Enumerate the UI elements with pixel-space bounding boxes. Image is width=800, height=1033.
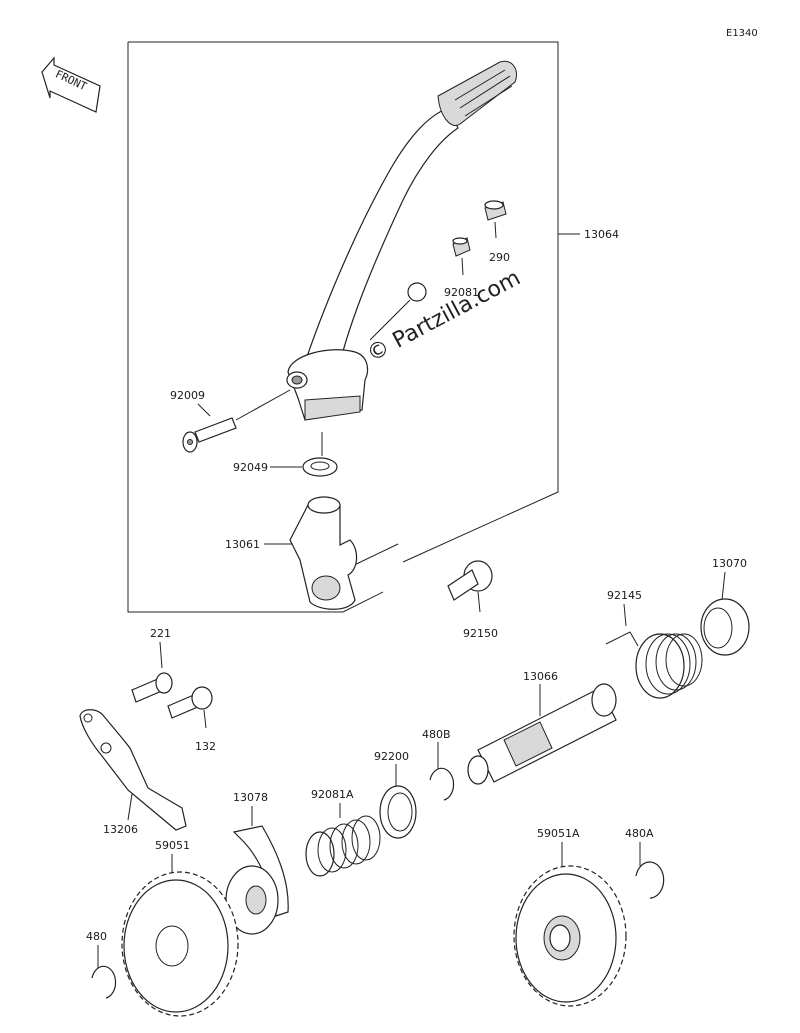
- bolt-92150-part: [447, 560, 493, 601]
- part-label-480: 480: [86, 930, 107, 943]
- shaft-13061-part: [289, 496, 358, 610]
- circlip-480A-part: [635, 861, 665, 899]
- part-label-92145: 92145: [607, 589, 642, 602]
- part-label-480A: 480A: [625, 827, 654, 840]
- part-label-13206: 13206: [103, 823, 138, 836]
- spring-92081-part: [452, 237, 471, 257]
- gear-59051-part: [121, 871, 239, 1017]
- plug-290-part: [484, 200, 507, 221]
- part-label-92081A: 92081A: [311, 788, 354, 801]
- part-label-92081: 92081: [444, 286, 479, 299]
- torsion-spring-92145-part: [605, 631, 703, 699]
- part-label-59051A: 59051A: [537, 827, 580, 840]
- bolt-92009-part: [182, 417, 237, 453]
- plate-13206-part: [79, 709, 187, 831]
- washer-92200-part: [379, 785, 417, 839]
- part-label-92150: 92150: [463, 627, 498, 640]
- part-label-13078: 13078: [233, 791, 268, 804]
- part-label-59051: 59051: [155, 839, 190, 852]
- part-label-13061: 13061: [225, 538, 260, 551]
- gear-59051A-part: [513, 865, 627, 1007]
- bolt-132-part: [167, 686, 213, 719]
- circlip-480-part: [91, 965, 117, 999]
- part-label-480B: 480B: [422, 728, 451, 741]
- diagram-code: E1340: [726, 28, 758, 39]
- part-label-290: 290: [489, 251, 510, 264]
- part-label-13064: 13064: [584, 228, 619, 241]
- coil-spring-92081A-part: [305, 815, 381, 877]
- washer-92049-part: [302, 457, 338, 477]
- part-label-132: 132: [195, 740, 216, 753]
- ratchet-13078-part: [225, 825, 289, 935]
- part-label-92200: 92200: [374, 750, 409, 763]
- kick-lever-part: [286, 60, 517, 421]
- circlip-480B-part: [429, 767, 455, 801]
- front-arrow-icon: FRONT: [41, 56, 101, 113]
- kick-shaft-13066-part: [467, 683, 617, 785]
- collar-13070-part: [700, 598, 750, 656]
- part-label-92009: 92009: [170, 389, 205, 402]
- bolt-221-part: [131, 672, 173, 703]
- part-label-92049: 92049: [233, 461, 268, 474]
- part-label-13070: 13070: [712, 557, 747, 570]
- part-label-221: 221: [150, 627, 171, 640]
- ball-part: [407, 282, 427, 302]
- part-label-13066: 13066: [523, 670, 558, 683]
- watermark: © Partzilla.com: [363, 266, 525, 368]
